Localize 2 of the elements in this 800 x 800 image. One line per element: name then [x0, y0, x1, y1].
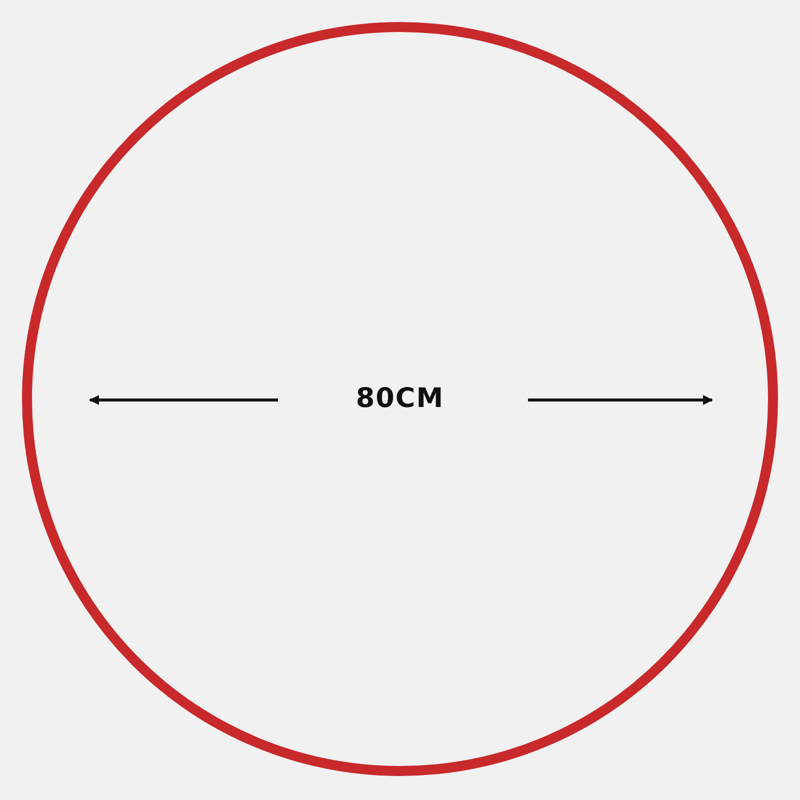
- dimension-label: 80CM: [354, 383, 446, 414]
- ring: [22, 22, 778, 776]
